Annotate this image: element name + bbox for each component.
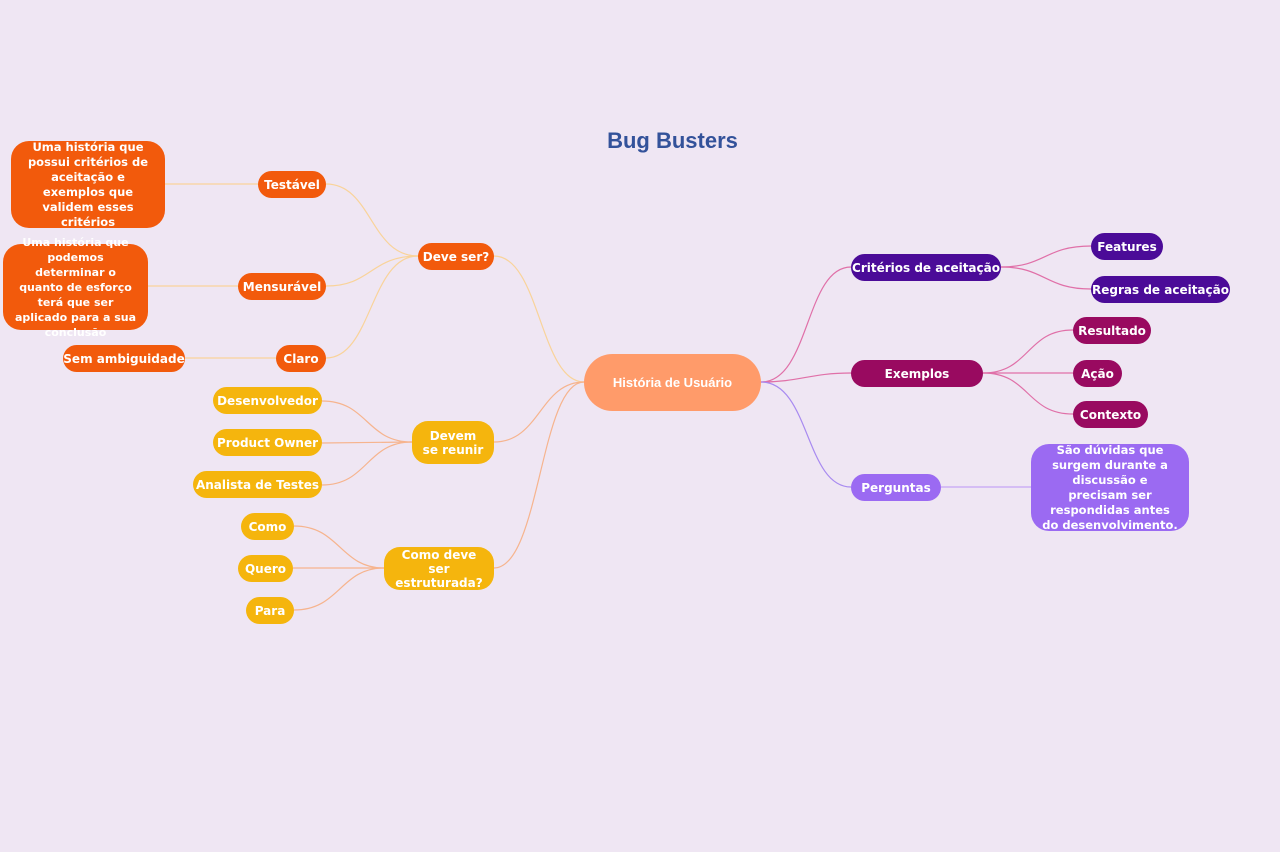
- node-para[interactable]: Para: [246, 597, 294, 624]
- node-resultado[interactable]: Resultado: [1073, 317, 1151, 344]
- node-exemplos[interactable]: Exemplos: [851, 360, 983, 387]
- link-root-criterios: [760, 266, 852, 383]
- node-deve-ser[interactable]: Deve ser?: [418, 243, 494, 270]
- node-product-owner[interactable]: Product Owner: [213, 429, 322, 456]
- link-deve-ser-testavel: [325, 183, 419, 257]
- node-devem-se-reunir[interactable]: Devem se reunir: [412, 421, 494, 464]
- link-estrutura-como: [293, 525, 385, 569]
- link-estrutura-para: [293, 567, 385, 611]
- link-reunir-analista: [321, 441, 413, 486]
- link-criterios-features: [1000, 245, 1092, 268]
- note-perguntas[interactable]: São dúvidas que surgem durante a discuss…: [1031, 443, 1189, 532]
- node-como-deve-ser-estruturada[interactable]: Como deve ser estruturada?: [384, 547, 494, 590]
- note-testavel[interactable]: Uma história que possui critérios de ace…: [11, 140, 165, 229]
- link-reunir-product-owner: [321, 441, 413, 444]
- node-desenvolvedor[interactable]: Desenvolvedor: [213, 387, 322, 414]
- node-regras-de-aceitacao[interactable]: Regras de aceitação: [1091, 276, 1230, 303]
- node-criterios-de-aceitacao[interactable]: Critérios de aceitação: [851, 254, 1001, 281]
- node-acao[interactable]: Ação: [1073, 360, 1122, 387]
- node-perguntas[interactable]: Perguntas: [851, 474, 941, 501]
- node-mensuravel[interactable]: Mensurável: [238, 273, 326, 300]
- node-quero[interactable]: Quero: [238, 555, 293, 582]
- root-node[interactable]: História de Usuário: [584, 354, 761, 411]
- note-claro[interactable]: Sem ambiguidade: [63, 345, 185, 372]
- node-analista-de-testes[interactable]: Analista de Testes: [193, 471, 322, 498]
- link-root-devem-se-reunir: [493, 381, 585, 443]
- node-testavel[interactable]: Testável: [258, 171, 326, 198]
- link-deve-ser-mensuravel: [325, 255, 419, 287]
- node-como[interactable]: Como: [241, 513, 294, 540]
- node-contexto[interactable]: Contexto: [1073, 401, 1148, 428]
- link-exemplos-contexto: [982, 372, 1074, 415]
- link-root-perguntas: [760, 381, 852, 488]
- link-root-como-deve-ser: [493, 381, 585, 569]
- node-claro[interactable]: Claro: [276, 345, 326, 372]
- link-exemplos-resultado: [982, 329, 1074, 374]
- link-root-deve-ser: [493, 255, 585, 383]
- link-root-exemplos: [760, 372, 852, 383]
- note-mensuravel[interactable]: Uma história que podemos determinar o qu…: [3, 236, 148, 339]
- link-criterios-regras: [1000, 266, 1092, 290]
- link-reunir-desenvolvedor: [321, 400, 413, 443]
- link-deve-ser-claro: [325, 255, 419, 359]
- node-features[interactable]: Features: [1091, 233, 1163, 260]
- map-title: Bug Busters: [607, 128, 738, 153]
